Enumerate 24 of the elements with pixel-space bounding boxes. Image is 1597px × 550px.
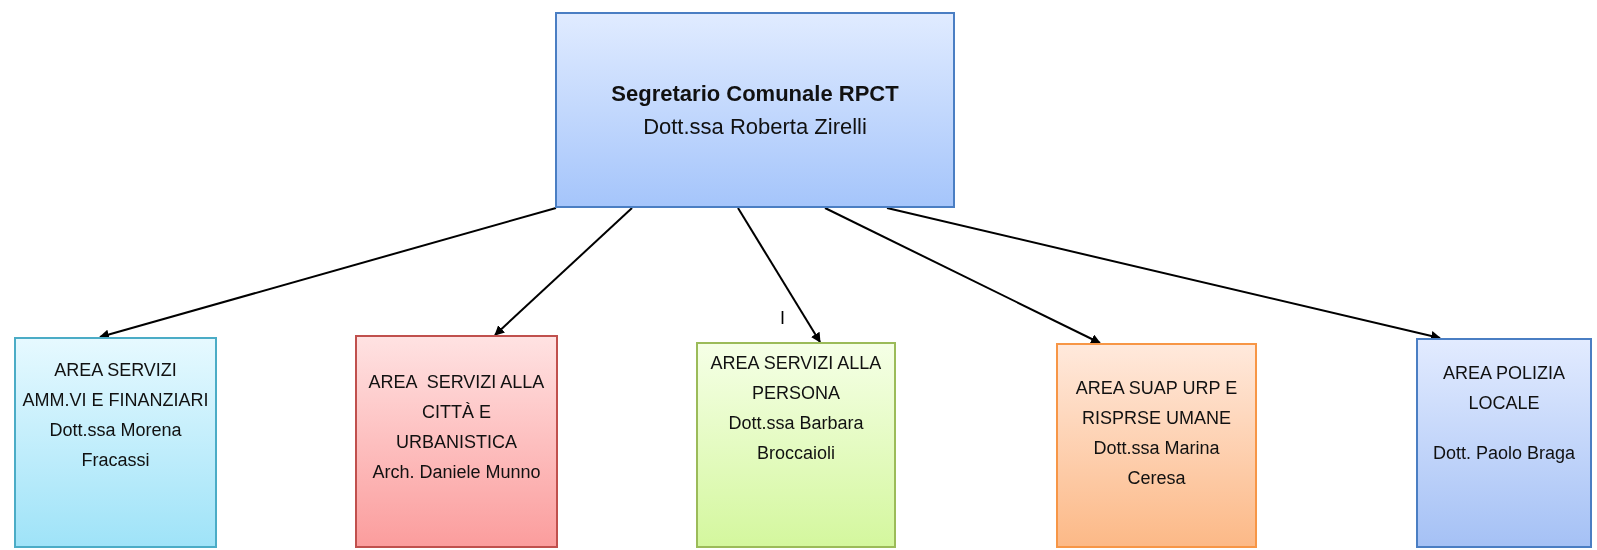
person-name: Dott.ssa Marina Ceresa (1092, 437, 1221, 490)
arrow (824, 207, 1101, 344)
area-name: AREA SERVIZI ALLA PERSONA (709, 352, 883, 405)
area-name: AREA SERVIZI ALLA CITTÀ E URBANISTICA (367, 371, 546, 454)
person-name: Dott.ssa Barbara Broccaioli (727, 412, 865, 465)
area-box (1416, 338, 1592, 548)
arrow (99, 207, 557, 340)
arrow (494, 207, 633, 336)
area-name: AREA SUAP URP E RISPRSE UMANE (1074, 377, 1239, 430)
person-name: Dott.ssa Morena Fracassi (48, 419, 183, 472)
head-box (555, 12, 955, 208)
area-box (14, 337, 217, 548)
arrow (886, 207, 1441, 341)
person-name: Dott.ssa Roberta Zirelli (643, 113, 867, 141)
area-box (1056, 343, 1257, 548)
role-title: Segretario Comunale RPCT (611, 80, 899, 108)
area-name: AREA SERVIZI AMM.VI E FINANZIARI (22, 359, 209, 412)
person-name: Dott. Paolo Braga (1432, 442, 1576, 465)
area-name: AREA POLIZIA LOCALE (1441, 362, 1566, 415)
arrow (737, 207, 821, 343)
stray-mark: I (780, 308, 785, 328)
area-box (696, 342, 896, 548)
person-name: Arch. Daniele Munno (372, 461, 541, 484)
area-box (355, 335, 558, 548)
